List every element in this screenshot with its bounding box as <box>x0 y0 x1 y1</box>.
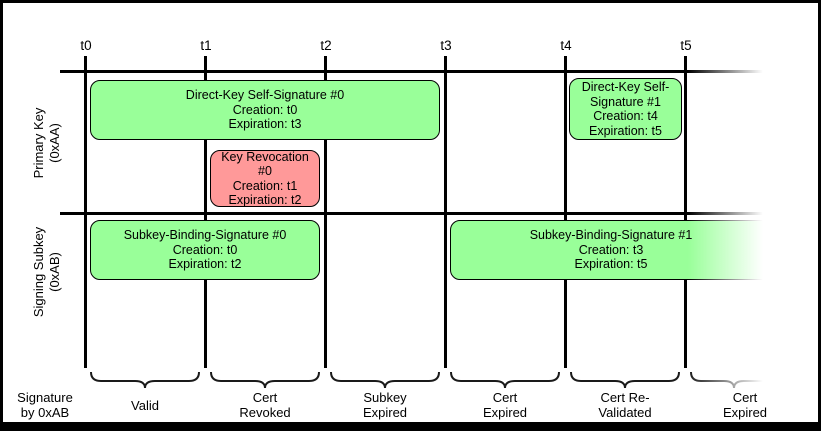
gridline-t2 <box>324 56 327 368</box>
signature-box-direct-key-self-signature-1: Direct-Key Self-Signature #1 Creation: t… <box>569 78 682 140</box>
signature-by-0xab-label: Signature by 0xAB <box>0 390 90 420</box>
interval-label-subkey-expired: Subkey Expired <box>330 389 440 421</box>
gridline-t5 <box>684 56 687 368</box>
row-label-signing-subkey: Signing Subkey (0xAB) <box>31 192 65 352</box>
signature-box-expiration: Expiration: t5 <box>574 257 648 272</box>
interval-label-cert-expired-2: Cert Expired <box>690 389 800 421</box>
signature-box-subkey-binding-signature-1: Subkey-Binding-Signature #1 Creation: t3… <box>450 220 772 280</box>
signature-box-expiration: Expiration: t3 <box>228 117 302 132</box>
signature-box-creation: Creation: t4 <box>593 109 658 123</box>
interval-label-line: Valid <box>131 397 159 413</box>
interval-label-line: Cert <box>492 390 518 405</box>
brace-valid <box>90 371 200 389</box>
interval-label-line: Cert <box>252 390 278 405</box>
right-edge-fade <box>688 50 792 388</box>
interval-label-line: Revoked <box>239 405 291 420</box>
interval-label-line: Expired <box>722 405 768 420</box>
signature-box-title: Direct-Key Self-Signature #1 <box>581 80 670 109</box>
tick-label-t2: t2 <box>320 38 332 53</box>
interval-label-cert-revoked: Cert Revoked <box>210 389 320 421</box>
interval-label-line: Cert <box>732 390 758 405</box>
tick-label-t5: t5 <box>680 38 692 53</box>
tick-label-t1: t1 <box>200 38 212 53</box>
signature-box-creation: Creation: t3 <box>578 242 644 257</box>
gridline-t1 <box>204 56 207 368</box>
gridline-t4 <box>564 56 567 368</box>
interval-label-line: Cert Re- <box>600 390 650 405</box>
signature-box-expiration: Expiration: t5 <box>589 123 662 138</box>
tick-label-t4: t4 <box>560 38 572 53</box>
row-label-line: Signing Subkey <box>31 226 46 318</box>
interval-label-cert-revalidated: Cert Re- Validated <box>570 389 680 421</box>
row-label-line: (0xAB) <box>47 252 62 292</box>
brace-cert-revoked <box>210 371 320 389</box>
brace-cert-expired-2 <box>690 371 778 389</box>
footer-label-line: Signature <box>17 390 73 405</box>
interval-label-line: Expired <box>482 405 528 420</box>
signature-box-title: Direct-Key Self-Signature #0 <box>185 88 345 103</box>
brace-cert-expired-1 <box>450 371 560 389</box>
brace-cert-revalidated <box>570 371 680 389</box>
brace-subkey-expired <box>330 371 440 389</box>
footer-label-line: by 0xAB <box>20 405 70 420</box>
signature-box-title: Subkey-Binding-Signature #1 <box>529 228 693 243</box>
gridline-t3 <box>444 56 447 368</box>
interval-label-line: Expired <box>362 405 408 420</box>
signature-box-subkey-binding-signature-0: Subkey-Binding-Signature #0 Creation: t0… <box>90 220 320 280</box>
signature-box-creation: Creation: t0 <box>172 242 238 257</box>
signature-box-expiration: Expiration: t2 <box>228 193 302 207</box>
signature-box-direct-key-self-signature-0: Direct-Key Self-Signature #0 Creation: t… <box>90 80 440 140</box>
primary-key-timeline-axis <box>60 70 772 73</box>
interval-label-line: Subkey <box>363 390 407 405</box>
signature-box-title: Subkey-Binding-Signature #0 <box>123 228 287 243</box>
interval-label-line: Validated <box>598 405 652 420</box>
interval-label-cert-expired-1: Cert Expired <box>450 389 560 421</box>
signature-box-title: Key Revocation #0 <box>221 149 309 179</box>
signature-box-creation: Creation: t0 <box>232 102 298 117</box>
signature-box-creation: Creation: t1 <box>232 178 298 193</box>
gridline-t0 <box>84 56 87 368</box>
interval-label-valid: Valid <box>90 389 200 421</box>
signature-box-expiration: Expiration: t2 <box>168 257 242 272</box>
tick-label-t0: t0 <box>80 38 92 53</box>
tick-label-t3: t3 <box>440 38 452 53</box>
signing-subkey-timeline-axis <box>60 212 772 215</box>
signature-box-key-revocation-0: Key Revocation #0 Creation: t1 Expiratio… <box>210 150 320 207</box>
